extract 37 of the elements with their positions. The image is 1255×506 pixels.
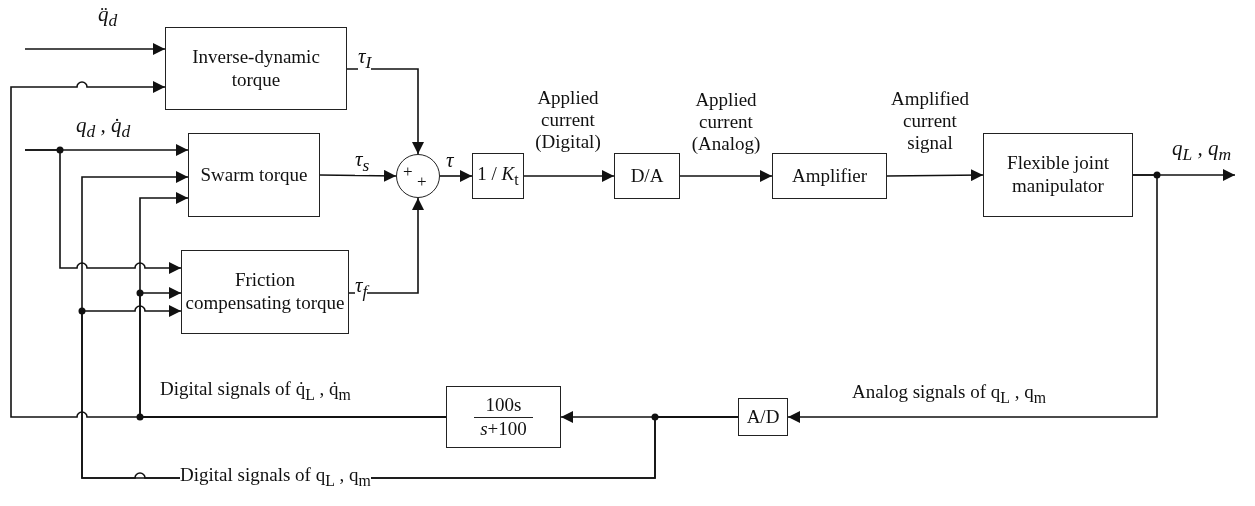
transfer-function-box bbox=[446, 386, 561, 448]
process-box bbox=[165, 27, 347, 110]
edge-label: Amplified current signal bbox=[889, 88, 971, 154]
gain-box bbox=[472, 153, 524, 199]
signal-arrow bbox=[346, 68, 424, 155]
signal-arrow bbox=[348, 197, 424, 294]
signal-arrow bbox=[787, 174, 1158, 423]
converter-box bbox=[614, 153, 680, 199]
signal-arrow bbox=[439, 170, 473, 182]
block-label: Flexible joint manipulator bbox=[1006, 152, 1110, 198]
signal-arrow bbox=[560, 411, 739, 423]
numerator: 100s bbox=[484, 393, 523, 417]
block-label: Friction compensating torque bbox=[184, 269, 346, 315]
edge-label: Applied current (Analog) bbox=[690, 89, 762, 155]
signal-arrow bbox=[139, 287, 447, 418]
denominator: s+100 bbox=[474, 416, 533, 441]
plant-box bbox=[983, 133, 1133, 217]
block-label: Swarm torque bbox=[200, 163, 308, 187]
signal-arrow bbox=[24, 149, 182, 274]
process-box bbox=[772, 153, 887, 199]
block-label: A/D bbox=[746, 405, 780, 429]
signal-arrow bbox=[24, 43, 166, 55]
process-box bbox=[181, 250, 349, 334]
signal-arrow bbox=[679, 170, 773, 182]
summing-junction bbox=[396, 154, 440, 198]
block-label: D/A bbox=[630, 164, 664, 188]
signal-arrow bbox=[523, 170, 615, 182]
signal-arrow bbox=[886, 169, 984, 182]
block-label: 1 / K$_{t}$ bbox=[477, 162, 519, 190]
signal-arrow bbox=[319, 169, 397, 182]
edge-label: Applied current (Digital) bbox=[534, 87, 602, 153]
plus-sign: + bbox=[403, 162, 413, 183]
process-box bbox=[188, 133, 320, 217]
block-label: Inverse-dynamic torque bbox=[191, 45, 321, 92]
plus-sign: + bbox=[417, 172, 427, 193]
block-label: Amplifier bbox=[792, 164, 867, 188]
converter-box bbox=[738, 398, 788, 436]
